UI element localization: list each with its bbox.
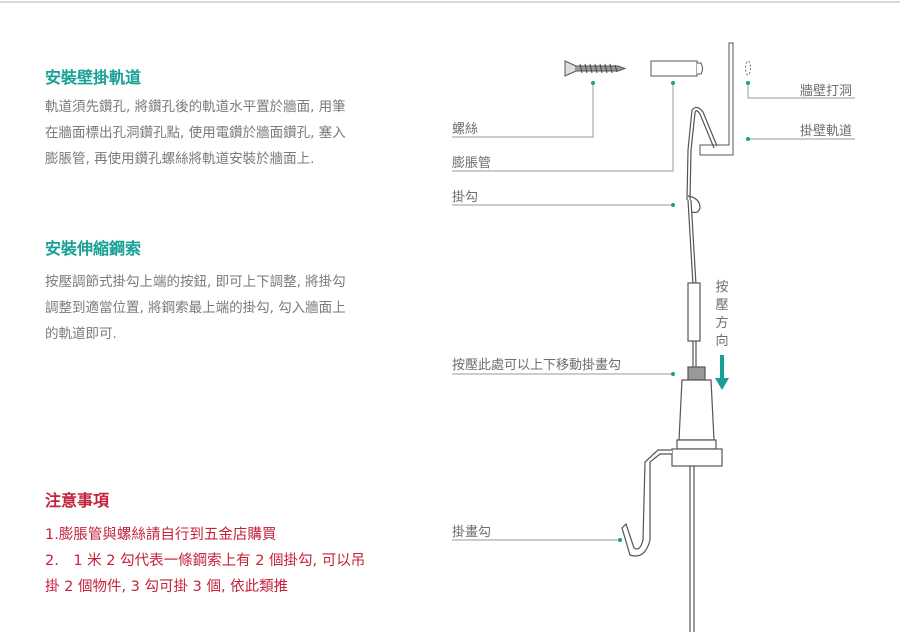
dot	[618, 538, 622, 542]
section-text-install-cable: 按壓調節式掛勾上端的按鈕, 即可上下調整, 將掛勾 調整到適當位置, 將鋼索最上…	[45, 269, 405, 347]
dot	[671, 81, 675, 85]
text-line: 按壓調節式掛勾上端的按鈕, 即可上下調整, 將掛勾	[45, 274, 346, 290]
dot	[671, 203, 675, 207]
label-screw: 螺絲	[452, 122, 478, 137]
notes-text: 1.膨脹管與螺絲請自行到五金店購買 2. 1 米 2 勾代表一條鋼索上有 2 個…	[45, 522, 405, 600]
note-line: 掛 2 個物件, 3 勾可掛 3 個, 依此類推	[45, 579, 289, 595]
picture-hook-icon	[621, 366, 723, 632]
note-line: 1.膨脹管與螺絲請自行到五金店購買	[45, 527, 277, 543]
text-line: 軌道須先鑽孔, 將鑽孔後的軌道水平置於牆面, 用筆	[45, 99, 346, 115]
label-wall-rail: 掛壁軌道	[800, 123, 852, 139]
leader-screw	[452, 83, 594, 138]
label-picture-hook: 掛畫勾	[452, 525, 491, 540]
press-direction-arrow-icon	[715, 355, 729, 390]
leader-anchor	[452, 83, 674, 172]
press-direction-char: 向	[715, 333, 728, 349]
leader-wall-hole	[747, 83, 855, 99]
label-press-here: 按壓此處可以上下移動掛畫勾	[452, 358, 621, 373]
press-direction-char: 壓	[715, 298, 728, 313]
wall-rail-icon	[699, 42, 734, 156]
text-line: 在牆面標出孔洞鑽孔點, 使用電鑽於牆面鑽孔, 塞入	[45, 125, 346, 141]
press-direction-char: 按	[715, 280, 728, 295]
section-text-install-rail: 軌道須先鑽孔, 將鑽孔後的軌道水平置於牆面, 用筆 在牆面標出孔洞鑽孔點, 使用…	[45, 94, 405, 172]
notes-title: 注意事項	[45, 491, 110, 510]
label-wall-hole: 牆壁打洞	[800, 84, 852, 99]
cable-hook-icon	[686, 106, 718, 367]
press-direction-char: 方	[715, 315, 728, 331]
dot	[746, 137, 750, 141]
section-title-install-rail: 安裝壁掛軌道	[45, 68, 142, 87]
wall-anchor-icon	[650, 60, 703, 77]
screw-icon	[564, 60, 627, 77]
text-line: 的軌道即可.	[45, 326, 117, 342]
text-line: 膨脹管, 再使用鑽孔螺絲將軌道安裝於牆面上.	[45, 151, 315, 167]
wall-hole-icon	[745, 60, 751, 76]
label-hook: 掛勾	[452, 190, 478, 205]
dot	[671, 372, 675, 376]
text-line: 調整到適當位置, 將鋼索最上端的掛勾, 勾入牆面上	[45, 300, 346, 316]
label-press-direction: 按 壓 方 向	[715, 280, 728, 349]
top-divider	[0, 1, 900, 3]
label-anchor: 膨脹管	[452, 156, 491, 171]
dot	[746, 81, 750, 85]
note-line: 2. 1 米 2 勾代表一條鋼索上有 2 個掛勾, 可以吊	[45, 553, 366, 569]
section-title-install-cable: 安裝伸縮鋼索	[45, 239, 142, 258]
dot	[591, 81, 595, 85]
